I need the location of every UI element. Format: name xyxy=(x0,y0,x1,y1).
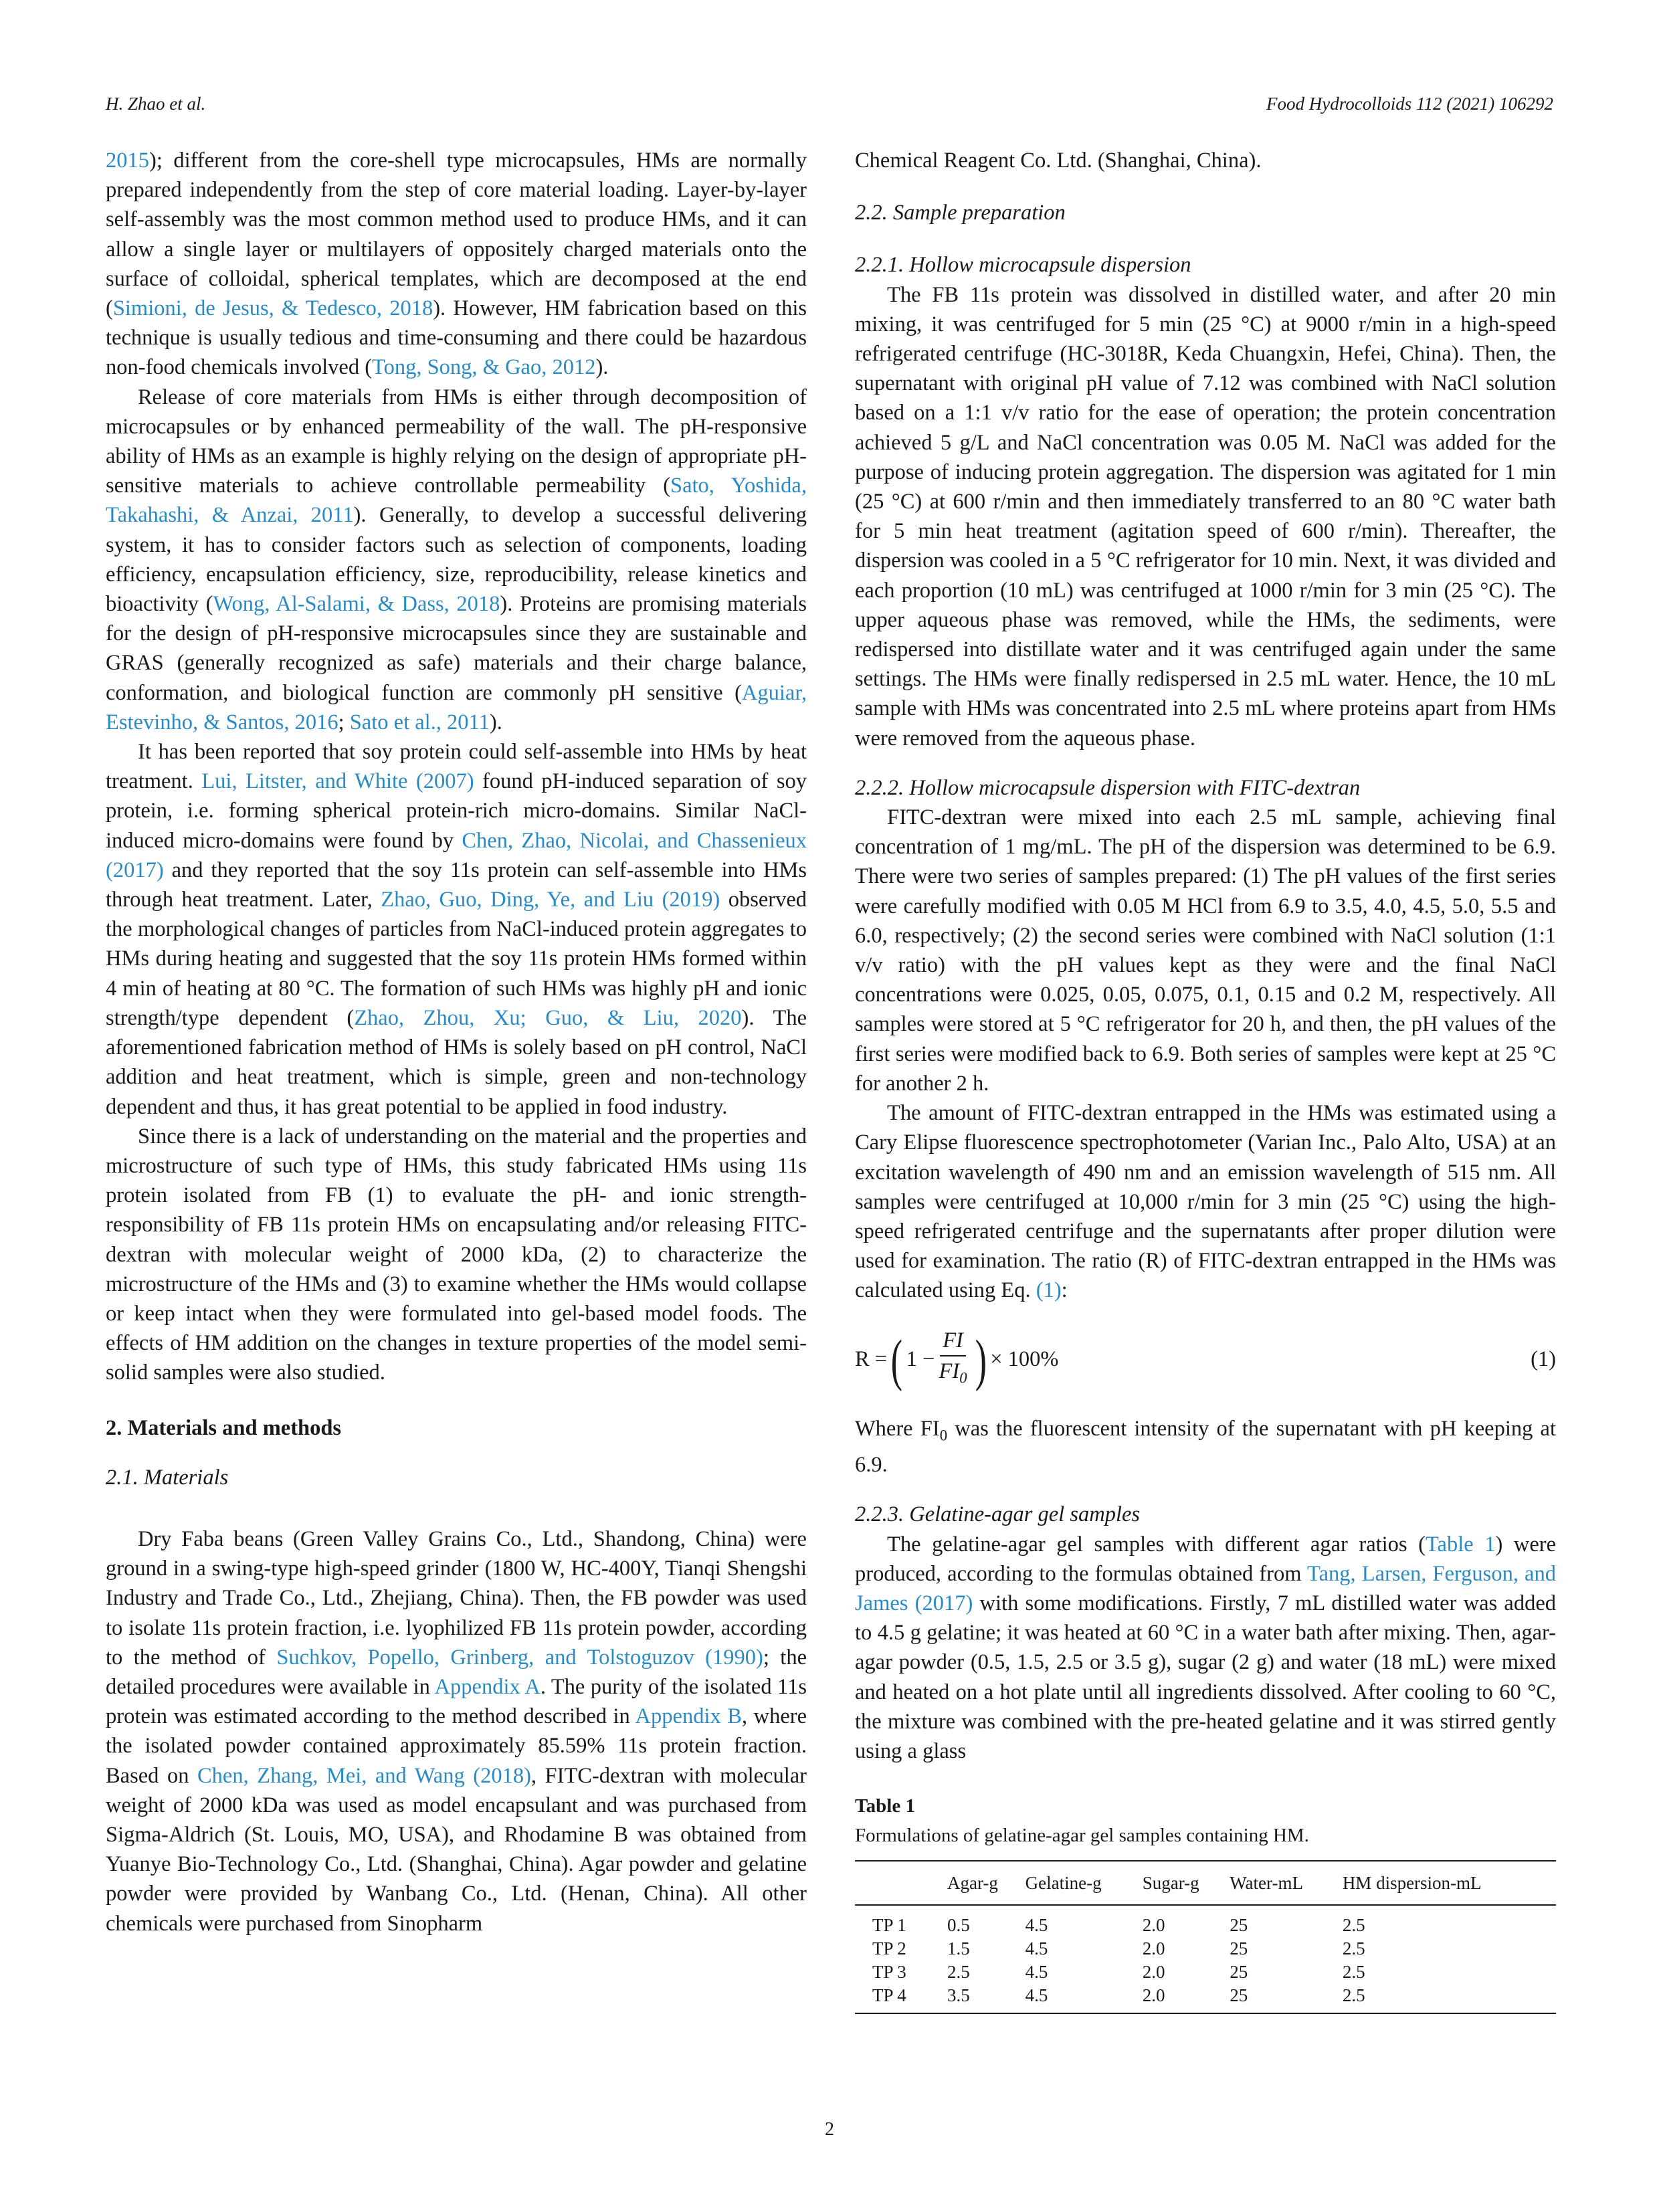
equation-lhs: R = xyxy=(855,1347,888,1372)
table-cell: 2.5 xyxy=(1342,1961,1365,1982)
table-cell: TP 4 xyxy=(855,1983,947,2014)
paragraph: Release of core materials from HMs is ei… xyxy=(106,385,807,734)
table-row: TP 2 1.5 4.5 2.0 25 2.5 xyxy=(855,1937,1556,1960)
column-header: HM dispersion-mL xyxy=(1342,1859,1556,1906)
paragraph: Dry Faba beans (Green Valley Grains Co.,… xyxy=(106,1526,807,1936)
citation-link[interactable]: Chen, Zhang, Mei, and Wang (2018) xyxy=(197,1763,531,1788)
paragraph: It has been reported that soy protein co… xyxy=(106,740,807,1119)
subsubsection-heading: 2.2.2. Hollow microcapsule dispersion wi… xyxy=(855,775,1361,800)
page-number: 2 xyxy=(825,2119,834,2140)
citation-link[interactable]: Tang, Larsen, Ferguson, and James (2017) xyxy=(855,1561,1556,1616)
column-header: Water-mL xyxy=(1230,1859,1343,1906)
table-row: TP 3 2.5 4.5 2.0 25 2.5 xyxy=(855,1960,1556,1984)
table-cell: 25 xyxy=(1230,1938,1248,1958)
paragraph: The amount of FITC-dextran entrapped in … xyxy=(855,1101,1556,1303)
table-link[interactable]: Table 1 xyxy=(1425,1532,1496,1556)
table-header-row: Agar-g Gelatine-g Sugar-g Water-mL HM di… xyxy=(855,1859,1556,1906)
paragraph: The FB 11s protein was dissolved in dist… xyxy=(855,282,1556,750)
paragraph: 2015); different from the core-shell typ… xyxy=(106,148,807,380)
paragraph: The gelatine-agar gel samples with diffe… xyxy=(855,1532,1556,1764)
table-cell: 4.5 xyxy=(1025,1983,1143,2014)
citation-link[interactable]: Tong, Song, & Gao, 2012 xyxy=(372,355,596,380)
citation-link[interactable]: Wong, Al-Salami, & Dass, 2018 xyxy=(213,592,500,617)
table-cell: 2.5 xyxy=(1342,1983,1556,2014)
citation-link[interactable]: Zhao, Guo, Ding, Ye, and Liu (2019) xyxy=(381,888,720,912)
table-title: Table 1 xyxy=(855,1795,915,1817)
column-header: Gelatine-g xyxy=(1025,1859,1143,1906)
equation-1: R = ( 1 − FI FI0 ) × 100% (1) xyxy=(855,1323,1556,1397)
formulations-table: Agar-g Gelatine-g Sugar-g Water-mL HM di… xyxy=(855,1859,1556,2014)
citation-link[interactable]: Aguiar, Estevinho, & Santos, 2016 xyxy=(106,680,807,734)
paragraph: Where FI0 was the fluorescent intensity … xyxy=(855,1416,1557,1478)
column-header: Agar-g xyxy=(947,1859,1026,1906)
citation-link[interactable]: Lui, Litster, and White (2007) xyxy=(201,769,474,794)
header-authors: H. Zhao et al. xyxy=(106,94,206,114)
table-cell: TP 1 xyxy=(872,1914,906,1935)
right-paren: ) xyxy=(975,1327,987,1392)
table-cell: 2.0 xyxy=(1142,1914,1165,1935)
right-column: Chemical Reagent Co. Ltd. (Shanghai, Chi… xyxy=(855,146,1556,2014)
column-header: Sugar-g xyxy=(1142,1859,1230,1906)
table-cell: 0.5 xyxy=(947,1914,970,1935)
table-row: TP 4 3.5 4.5 2.0 25 2.5 xyxy=(855,1983,1556,2014)
table-cell: 2.5 xyxy=(947,1961,970,1982)
table-cell: 2.0 xyxy=(1142,1983,1230,2014)
citation-link[interactable]: Suchkov, Popello, Grinberg, and Tolstogu… xyxy=(276,1645,763,1670)
subsection-heading: 2.2. Sample preparation xyxy=(855,201,1066,225)
citation-link[interactable]: Sato et al., 2011 xyxy=(349,710,490,734)
table-cell: TP 2 xyxy=(872,1938,906,1958)
table-cell: 2.0 xyxy=(1142,1938,1165,1958)
denominator: FI0 xyxy=(939,1359,967,1387)
table-cell: 25 xyxy=(1230,1914,1248,1935)
table-cell: 4.5 xyxy=(1025,1961,1048,1982)
equation-one: 1 − xyxy=(906,1347,935,1372)
left-paren: ( xyxy=(890,1327,903,1392)
fraction: FI FI0 xyxy=(939,1326,967,1393)
subsection-heading: 2.1. Materials xyxy=(106,1465,229,1490)
appendix-link[interactable]: Appendix A xyxy=(434,1674,541,1699)
left-column: 2015); different from the core-shell typ… xyxy=(106,146,807,1938)
table-cell: 4.5 xyxy=(1025,1914,1048,1935)
table-cell: 2.5 xyxy=(1342,1914,1365,1935)
equation-label: (1) xyxy=(1531,1347,1556,1372)
appendix-link[interactable]: Appendix B xyxy=(635,1704,742,1729)
table-cell: 25 xyxy=(1230,1961,1248,1982)
equation-body: R = ( 1 − FI FI0 ) × 100% xyxy=(855,1326,1058,1393)
citation-link[interactable]: 2015 xyxy=(106,148,149,173)
table-cell: 25 xyxy=(1230,1983,1343,2014)
subsubsection-heading: 2.2.1. Hollow microcapsule dispersion xyxy=(855,253,1191,278)
table-cell: 2.0 xyxy=(1142,1961,1165,1982)
paragraph: FITC-dextran were mixed into each 2.5 mL… xyxy=(855,805,1556,1096)
paragraph: Chemical Reagent Co. Ltd. (Shanghai, Chi… xyxy=(855,148,1262,173)
equation-link[interactable]: (1) xyxy=(1036,1278,1062,1303)
citation-link[interactable]: Zhao, Zhou, Xu; Guo, & Liu, 2020 xyxy=(354,1005,742,1030)
subsubsection-heading: 2.2.3. Gelatine-agar gel samples xyxy=(855,1502,1141,1527)
table-row: TP 1 0.5 4.5 2.0 25 2.5 xyxy=(855,1905,1556,1937)
table-cell: TP 3 xyxy=(872,1961,906,1982)
paragraph: Since there is a lack of understanding o… xyxy=(106,1124,807,1385)
table-cell: 4.5 xyxy=(1025,1938,1048,1958)
citation-link[interactable]: Chen, Zhao, Nicolai, and Chassenieux (20… xyxy=(106,828,807,882)
table-1: Table 1 Formulations of gelatine-agar ge… xyxy=(855,1791,1556,2014)
table-caption: Formulations of gelatine-agar gel sample… xyxy=(855,1825,1309,1847)
table-cell: 3.5 xyxy=(947,1983,1026,2014)
running-header: H. Zhao et al. Food Hydrocolloids 112 (2… xyxy=(106,94,1553,120)
table-cell: 1.5 xyxy=(947,1938,970,1958)
table-cell: 2.5 xyxy=(1342,1938,1365,1958)
citation-link[interactable]: Sato, Yoshida, Takahashi, & Anzai, 2011 xyxy=(106,474,807,528)
citation-link[interactable]: Simioni, de Jesus, & Tedesco, 2018 xyxy=(112,296,433,321)
column-header xyxy=(855,1859,947,1906)
numerator: FI xyxy=(940,1326,966,1357)
section-heading: 2. Materials and methods xyxy=(106,1415,342,1440)
header-journal: Food Hydrocolloids 112 (2021) 106292 xyxy=(1266,94,1553,114)
equation-rhs: × 100% xyxy=(990,1347,1059,1372)
